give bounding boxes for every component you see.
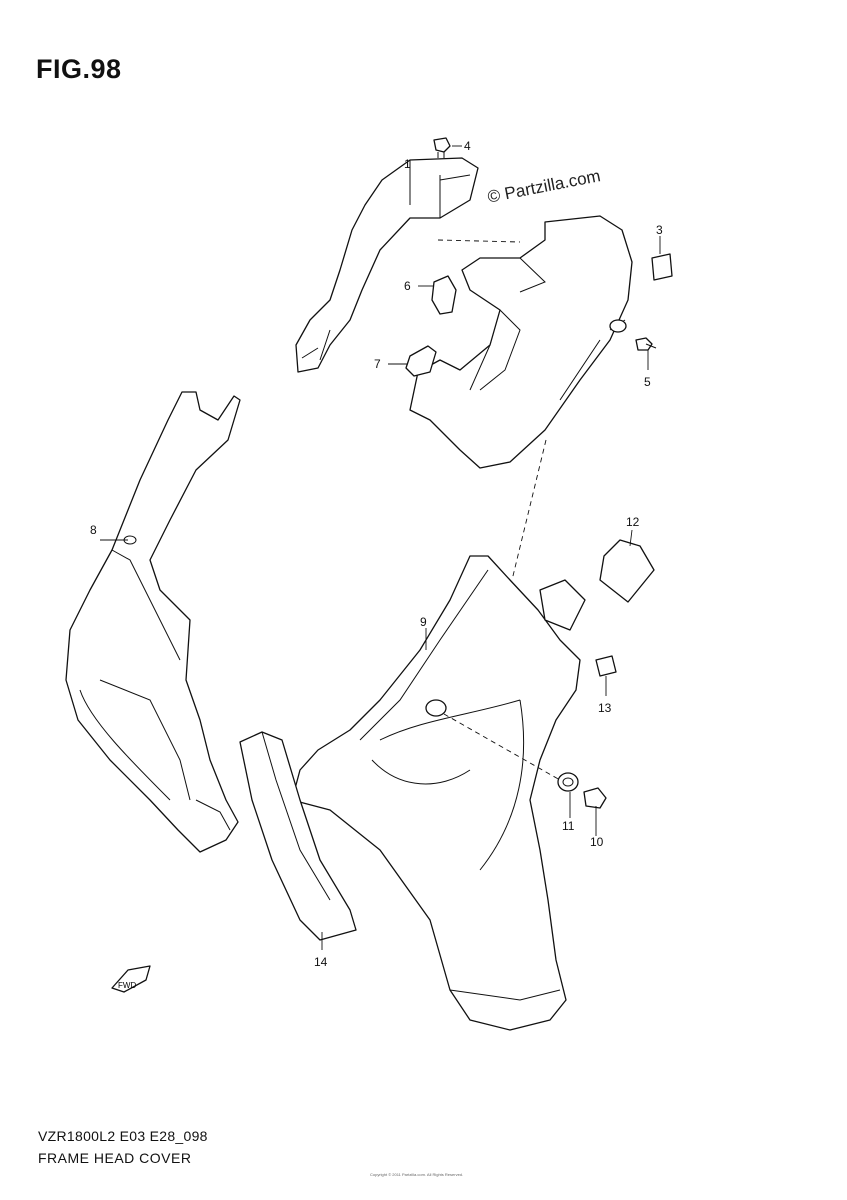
reference-line — [443, 713, 561, 781]
callout-12: 12 — [626, 515, 640, 529]
model-code: VZR1800L2 E03 E28_098 — [38, 1128, 208, 1144]
part-12-pad[interactable] — [599, 539, 655, 603]
callout-7: 7 — [374, 357, 381, 371]
callout-10: 10 — [590, 835, 604, 849]
forward-arrow-icon: FWD — [111, 965, 151, 993]
callout-13: 13 — [598, 701, 612, 715]
callout-4: 4 — [464, 139, 471, 153]
figure-title: FIG.98 — [36, 54, 122, 84]
part-6-pad[interactable] — [431, 275, 457, 315]
callout-1: 1 — [404, 157, 411, 171]
leader-lines — [100, 145, 661, 950]
callout-9: 9 — [420, 615, 427, 629]
callout-6: 6 — [404, 279, 411, 293]
part-1-bracket[interactable] — [295, 157, 479, 373]
part-9-main-cover[interactable] — [291, 555, 586, 1031]
part-5-screw[interactable] — [635, 337, 657, 351]
fwd-label: FWD — [118, 981, 136, 990]
part-14-strip[interactable] — [239, 731, 357, 941]
copyright-line: Copyright © 2011 Partzilla.com. All Righ… — [370, 1172, 464, 1177]
callout-14: 14 — [314, 955, 328, 969]
upper-side-cover[interactable] — [409, 215, 633, 469]
part-7-pad[interactable] — [405, 345, 437, 377]
part-10-screw[interactable] — [583, 787, 607, 809]
part-4-clip[interactable] — [433, 137, 451, 158]
callout-11: 11 — [562, 819, 575, 833]
reference-line — [437, 239, 521, 243]
part-11-grommet[interactable] — [557, 772, 579, 792]
callout-5: 5 — [644, 375, 651, 389]
part-3-tab[interactable] — [651, 253, 673, 281]
part-13-pad[interactable] — [595, 655, 617, 677]
section-title: FRAME HEAD COVER — [38, 1150, 192, 1166]
callout-8: 8 — [90, 523, 97, 537]
part-8-left-cover[interactable] — [65, 391, 241, 853]
reference-line — [511, 439, 547, 581]
callout-3: 3 — [656, 223, 663, 237]
